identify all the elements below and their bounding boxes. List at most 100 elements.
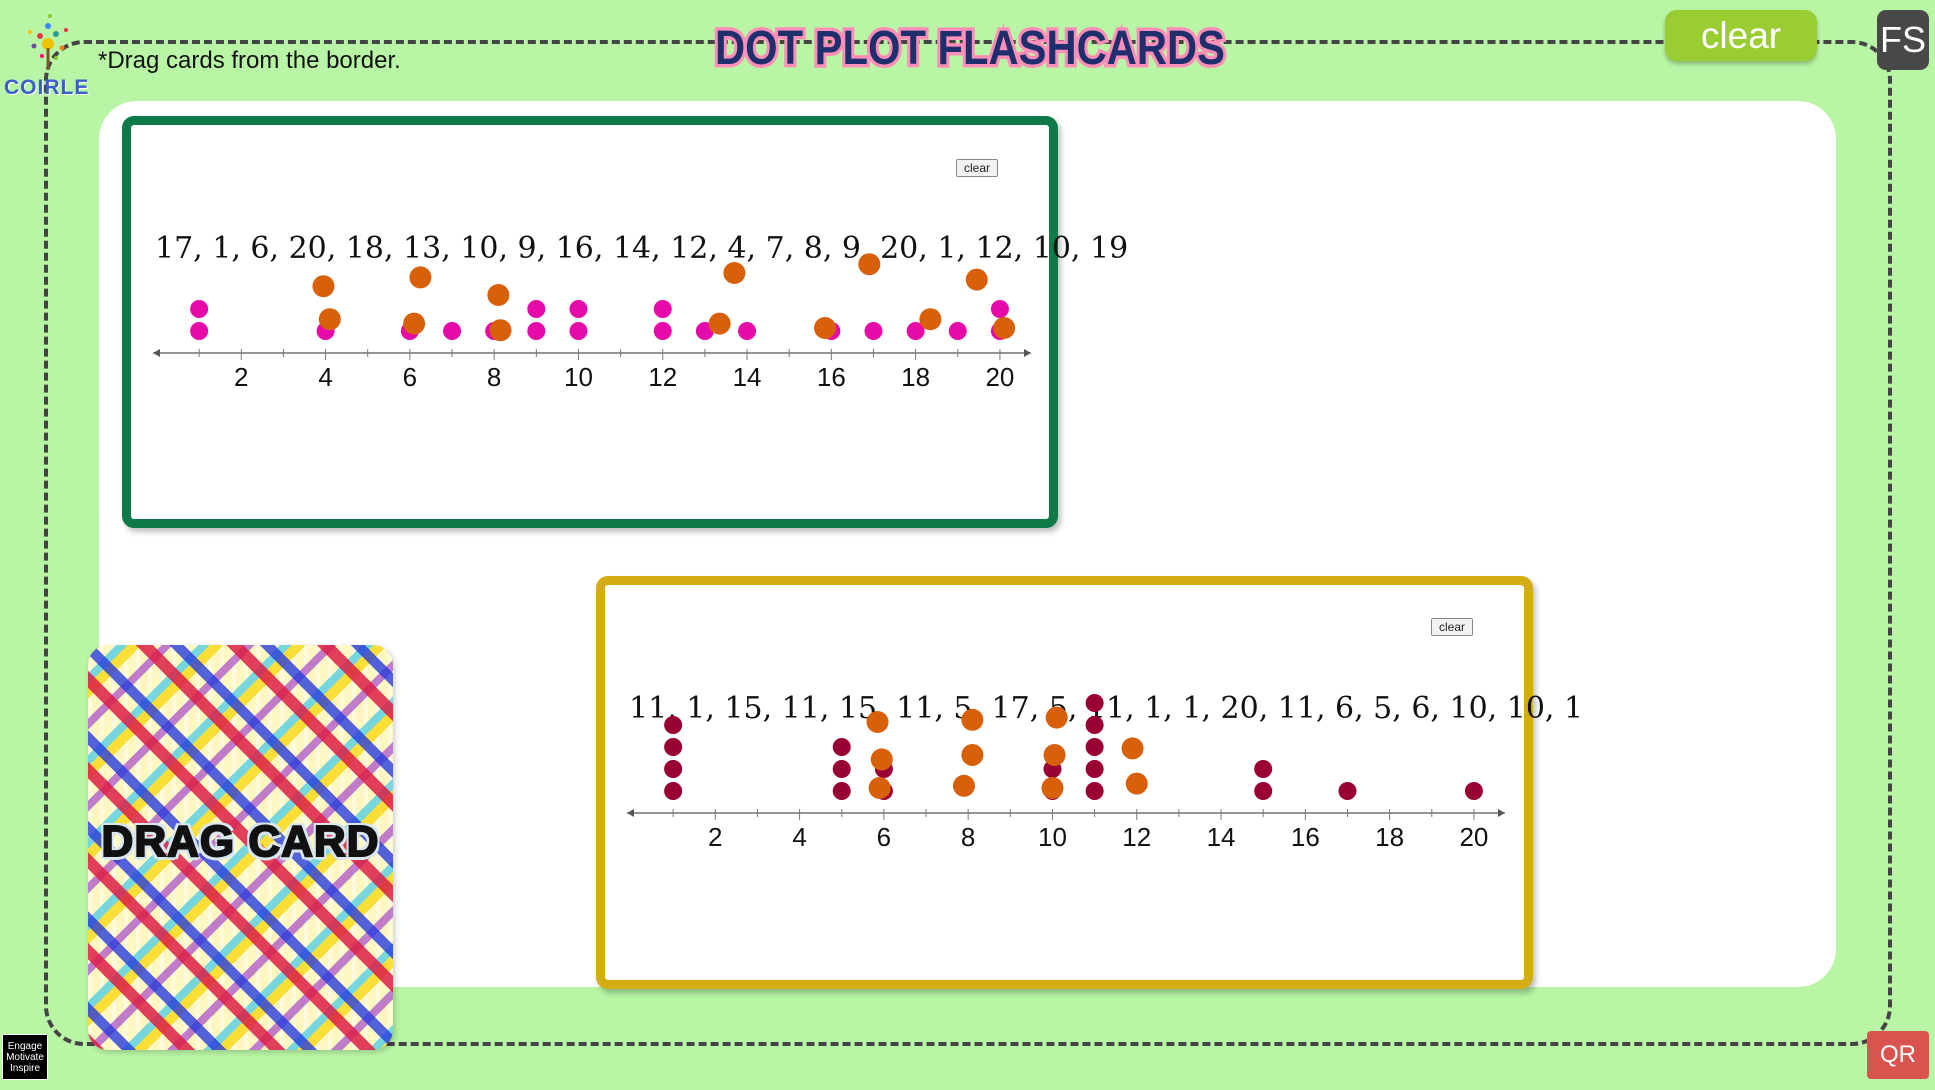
data-dot bbox=[443, 322, 462, 340]
tick-label: 6 bbox=[403, 362, 417, 392]
page-title: DOT PLOT FLASHCARDS bbox=[700, 6, 1240, 84]
data-dot bbox=[664, 738, 683, 756]
confetti-icon bbox=[28, 14, 68, 70]
drag-hint: *Drag cards from the border. bbox=[98, 47, 401, 74]
placed-dot bbox=[814, 317, 837, 339]
placed-dot bbox=[1041, 777, 1064, 799]
engage-motivate-inspire-badge[interactable]: Engage Motivate Inspire bbox=[2, 1034, 48, 1080]
data-dot bbox=[664, 760, 683, 778]
placed-dot bbox=[858, 253, 881, 276]
drag-card-deck[interactable]: DRAG CARD bbox=[88, 645, 393, 1050]
data-dot bbox=[832, 760, 851, 778]
placed-dot bbox=[403, 312, 426, 335]
card-2-clear-button[interactable]: clear bbox=[1431, 618, 1474, 636]
placed-dot bbox=[993, 317, 1016, 339]
data-dot bbox=[664, 716, 683, 734]
placed-dot bbox=[866, 711, 889, 733]
data-dot bbox=[190, 322, 209, 340]
placed-dot bbox=[870, 748, 893, 771]
data-dot bbox=[990, 300, 1009, 318]
badge-line-motivate: Motivate bbox=[6, 1051, 44, 1063]
tick-label: 2 bbox=[708, 822, 722, 852]
placed-dot bbox=[1043, 744, 1066, 766]
placed-dot bbox=[868, 777, 891, 799]
tick-label: 14 bbox=[1207, 822, 1236, 852]
placed-dot bbox=[409, 266, 432, 289]
tick-label: 14 bbox=[733, 362, 762, 392]
placed-dot bbox=[952, 774, 975, 797]
data-dot bbox=[569, 300, 588, 318]
tick-label: 18 bbox=[901, 362, 930, 392]
data-dot bbox=[948, 322, 967, 340]
card-2-dataset: 11, 1, 15, 11, 15, 11, 5, 17, 5, 11, 1, … bbox=[629, 691, 1584, 726]
tick-label: 16 bbox=[1291, 822, 1320, 852]
placed-dot bbox=[1125, 772, 1148, 795]
data-dot bbox=[1085, 782, 1104, 800]
flashcard-2[interactable]: clear 11, 1, 15, 11, 15, 11, 5, 17, 5, 1… bbox=[596, 576, 1583, 989]
placed-dot bbox=[489, 319, 512, 342]
placed-dot bbox=[961, 708, 984, 731]
tick-label: 16 bbox=[817, 362, 846, 392]
placed-dot bbox=[1045, 706, 1068, 729]
tick-label: 20 bbox=[985, 362, 1014, 392]
data-dot bbox=[864, 322, 883, 340]
drag-card-label: DRAG CARD bbox=[101, 816, 380, 867]
badge-line-inspire: Inspire bbox=[9, 1062, 40, 1074]
axis-right-arrow-icon bbox=[1024, 349, 1031, 357]
clear-all-button[interactable]: clear bbox=[1665, 10, 1817, 61]
card-1-dataset: 17, 1, 6, 20, 18, 13, 10, 9, 16, 14, 12,… bbox=[155, 231, 1129, 266]
data-dot bbox=[527, 300, 546, 318]
data-dot bbox=[653, 322, 672, 340]
placed-dot bbox=[708, 312, 731, 335]
placed-dot bbox=[961, 744, 984, 766]
tick-label: 4 bbox=[792, 822, 806, 852]
data-dot bbox=[1464, 782, 1483, 800]
data-dot bbox=[1338, 782, 1357, 800]
data-dot bbox=[832, 738, 851, 756]
qr-button[interactable]: QR bbox=[1867, 1031, 1929, 1079]
tick-label: 10 bbox=[564, 362, 593, 392]
placed-dot bbox=[1121, 737, 1144, 760]
data-dot bbox=[1085, 694, 1104, 712]
data-dot bbox=[1254, 760, 1273, 778]
fullscreen-button[interactable]: FS bbox=[1877, 10, 1929, 70]
data-dot bbox=[1085, 716, 1104, 734]
tick-label: 10 bbox=[1038, 822, 1067, 852]
tick-label: 18 bbox=[1375, 822, 1404, 852]
data-dot bbox=[906, 322, 925, 340]
card-1-clear-button[interactable]: clear bbox=[956, 159, 999, 177]
placed-dot bbox=[312, 275, 335, 298]
placed-dot bbox=[723, 262, 746, 284]
data-dot bbox=[569, 322, 588, 340]
placed-dot bbox=[965, 268, 988, 291]
data-dot bbox=[738, 322, 757, 340]
axis-left-arrow-icon bbox=[153, 349, 160, 357]
data-dot bbox=[832, 782, 851, 800]
placed-dot bbox=[919, 308, 942, 331]
data-dot bbox=[1085, 738, 1104, 756]
tick-label: 12 bbox=[648, 362, 677, 392]
placed-dot bbox=[487, 284, 510, 306]
brand-logo: COIRLE bbox=[2, 12, 90, 104]
page-title-text: DOT PLOT FLASHCARDS bbox=[715, 22, 1225, 75]
axis-right-arrow-icon bbox=[1498, 809, 1505, 817]
data-dot bbox=[1254, 782, 1273, 800]
tick-label: 6 bbox=[877, 822, 891, 852]
placed-dot bbox=[318, 308, 341, 331]
data-dot bbox=[1085, 760, 1104, 778]
tick-label: 8 bbox=[961, 822, 975, 852]
data-dot bbox=[527, 322, 546, 340]
data-dot bbox=[190, 300, 209, 318]
tick-label: 8 bbox=[487, 362, 501, 392]
logo-text: COIRLE bbox=[4, 76, 90, 99]
card-2-dot-plot[interactable]: 2 4 6 8 10 12 14 16 18 20 bbox=[605, 585, 1523, 979]
axis-left-arrow-icon bbox=[627, 809, 634, 817]
tick-label: 20 bbox=[1459, 822, 1488, 852]
flashcard-1[interactable]: clear 17, 1, 6, 20, 18, 13, 10, 9, 16, 1… bbox=[122, 116, 1128, 528]
tick-label: 12 bbox=[1122, 822, 1151, 852]
tick-label: 2 bbox=[234, 362, 248, 392]
data-dot bbox=[664, 782, 683, 800]
data-dot bbox=[653, 300, 672, 318]
badge-line-engage: Engage bbox=[7, 1040, 43, 1052]
